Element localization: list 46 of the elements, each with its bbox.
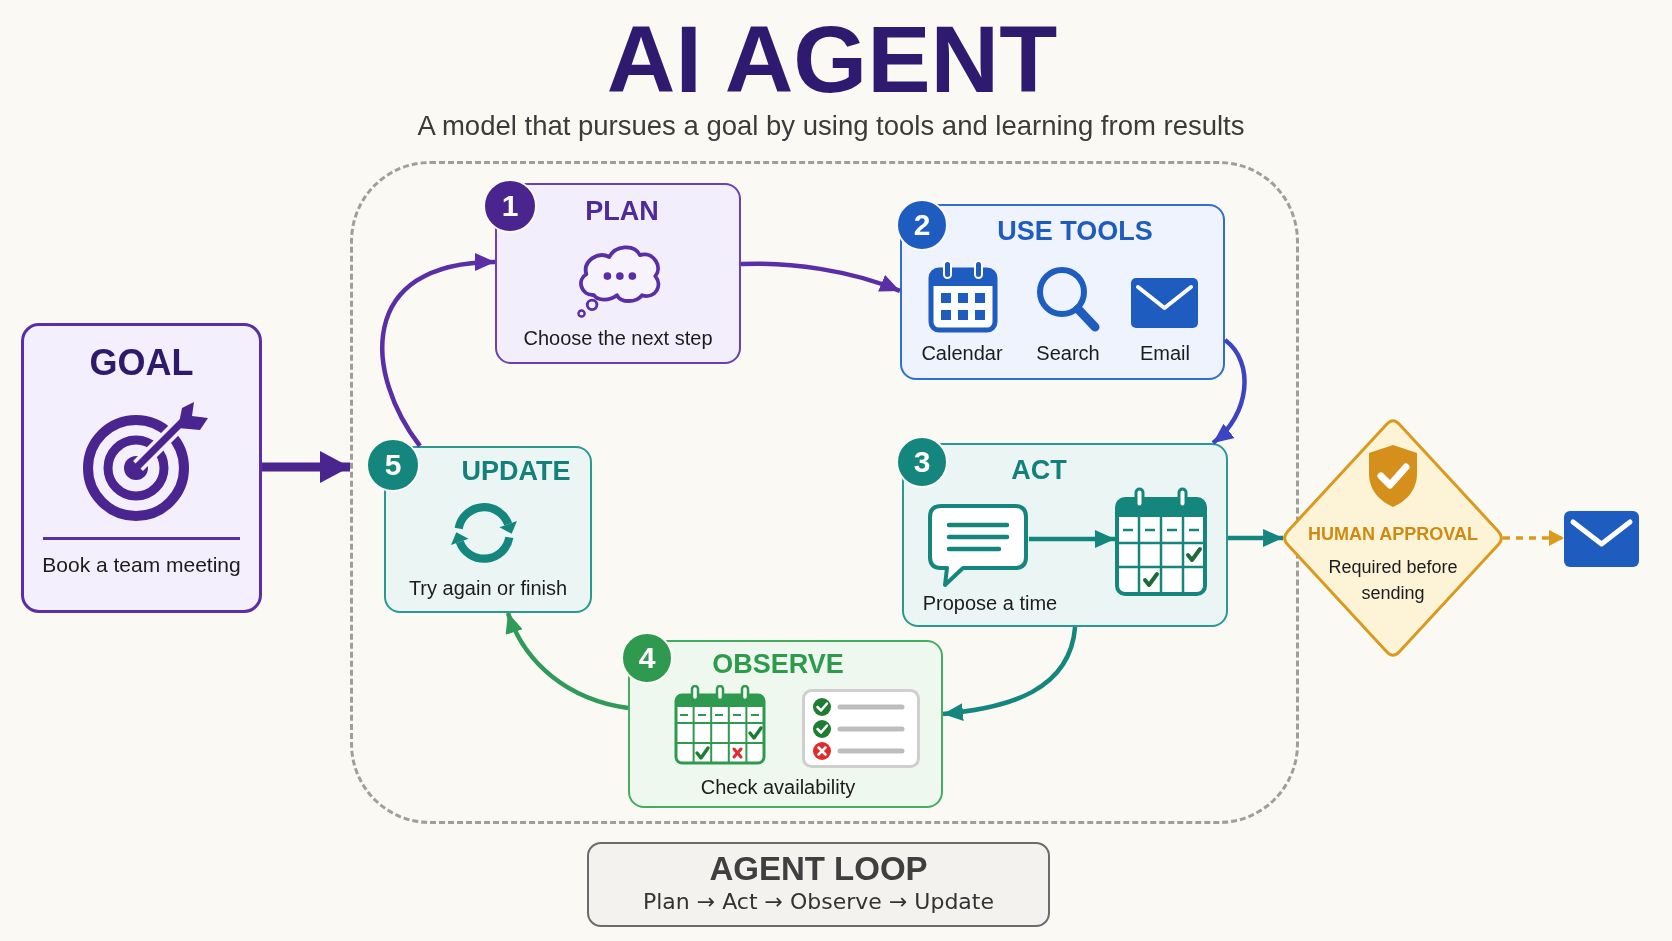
speech-bubble-icon — [926, 502, 1029, 588]
flow-arrow — [1211, 338, 1247, 445]
flow-arrow — [380, 254, 496, 448]
card-heading: HUMAN APPROVAL — [1308, 523, 1478, 546]
flow-arrow — [942, 626, 1078, 721]
card-caption: Required before sending — [1327, 556, 1459, 605]
flow-arrow — [262, 451, 350, 483]
envelope-icon — [1564, 511, 1639, 567]
flow-arrow — [1228, 529, 1284, 547]
card-heading: ACT — [1011, 454, 1067, 487]
step-card — [900, 204, 1225, 380]
card-heading: USE TOOLS — [997, 215, 1153, 248]
tool-label: Calendar — [921, 341, 1003, 365]
card-caption: Plan → Act → Observe → Update — [643, 888, 994, 916]
tool-label: Search — [1036, 341, 1100, 365]
diagram-subtitle: A model that pursues a goal by using tools and learning from results — [417, 110, 1245, 142]
step-card — [495, 183, 741, 364]
step-number-badge: 1 — [483, 179, 537, 233]
step-number-badge: 5 — [366, 438, 420, 492]
flow-arrow — [505, 612, 629, 711]
diagram-title: AI AGENT — [606, 12, 1058, 107]
flow-arrow — [740, 261, 901, 294]
step-card — [384, 446, 592, 613]
flow-arrow — [1029, 530, 1115, 548]
card-heading: OBSERVE — [712, 648, 844, 681]
card-heading: GOAL — [89, 341, 194, 385]
card-heading: UPDATE — [461, 455, 571, 488]
step-card — [902, 443, 1228, 627]
card-caption: Try again or finish — [408, 576, 568, 600]
step-card — [628, 640, 943, 808]
step-number-badge: 3 — [896, 436, 948, 488]
tool-label: Email — [1140, 341, 1190, 365]
step-number-badge: 2 — [896, 199, 948, 251]
card-heading: AGENT LOOP — [709, 850, 928, 888]
card-heading: PLAN — [585, 195, 659, 228]
dashed-loop-boundary — [350, 161, 1299, 824]
step-number-badge: 4 — [621, 632, 673, 684]
card-caption: Check availability — [700, 775, 856, 799]
card-caption: Propose a time — [922, 591, 1058, 615]
card-caption: Choose the next step — [523, 326, 713, 350]
card-caption: Book a team meeting — [42, 552, 241, 578]
summary-card — [587, 842, 1050, 927]
decision-diamond — [1280, 416, 1506, 660]
calendar-icon — [1114, 486, 1207, 596]
goal-card — [21, 323, 262, 613]
dashed-arrow — [1502, 529, 1564, 546]
